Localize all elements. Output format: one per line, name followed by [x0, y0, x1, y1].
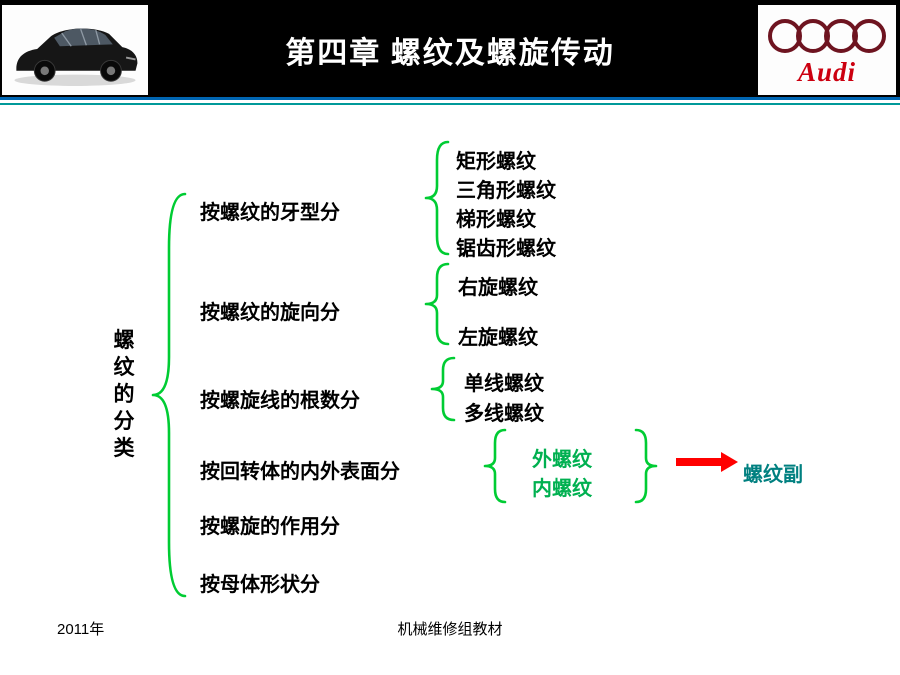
leaf-rectangular-thread: 矩形螺纹	[456, 151, 536, 173]
divider-teal	[0, 103, 900, 105]
car-image-icon	[14, 28, 138, 86]
leaf-left-hand-thread: 左旋螺纹	[458, 327, 538, 349]
leaf-external-thread: 外螺纹	[532, 449, 592, 471]
category-label-surface: 按回转体的内外表面分	[200, 461, 400, 483]
leaf-right-hand-thread: 右旋螺纹	[458, 277, 538, 299]
brace-profile	[424, 140, 450, 256]
leaf-internal-thread: 内螺纹	[532, 478, 592, 500]
brace-surface-close	[634, 428, 658, 504]
leaf-single-start-thread: 单线螺纹	[464, 373, 544, 395]
audi-logo-text: Audi	[797, 56, 857, 87]
divider-blue	[0, 97, 900, 100]
result-arrow-icon	[676, 452, 738, 472]
leaf-multi-start-thread: 多线螺纹	[464, 403, 544, 425]
car-photo	[2, 5, 148, 95]
category-label-profile: 按螺纹的牙型分	[200, 202, 340, 224]
category-label-function: 按螺旋的作用分	[200, 516, 340, 538]
brace-direction	[424, 262, 450, 346]
category-label-starts: 按螺旋线的根数分	[200, 390, 360, 412]
brace-surface-open	[483, 428, 507, 504]
footer-material: 机械维修组教材	[397, 621, 503, 638]
leaf-triangular-thread: 三角形螺纹	[456, 180, 556, 202]
audi-logo: Audi	[758, 5, 896, 95]
page-title: 第四章 螺纹及螺旋传动	[285, 37, 615, 70]
audi-rings-icon	[768, 18, 886, 53]
leaf-buttress-thread: 锯齿形螺纹	[456, 238, 556, 260]
root-label: 螺纹的分类	[113, 329, 135, 460]
result-label-thread-pair: 螺纹副	[743, 464, 803, 486]
brace-starts	[430, 356, 456, 422]
category-label-direction: 按螺纹的旋向分	[200, 302, 340, 324]
footer-year: 2011年	[57, 621, 105, 638]
slide-header: 第四章 螺纹及螺旋传动 Audi	[0, 0, 900, 97]
leaf-trapezoidal-thread: 梯形螺纹	[456, 209, 536, 231]
category-label-body: 按母体形状分	[200, 574, 320, 596]
main-brace	[151, 192, 187, 598]
